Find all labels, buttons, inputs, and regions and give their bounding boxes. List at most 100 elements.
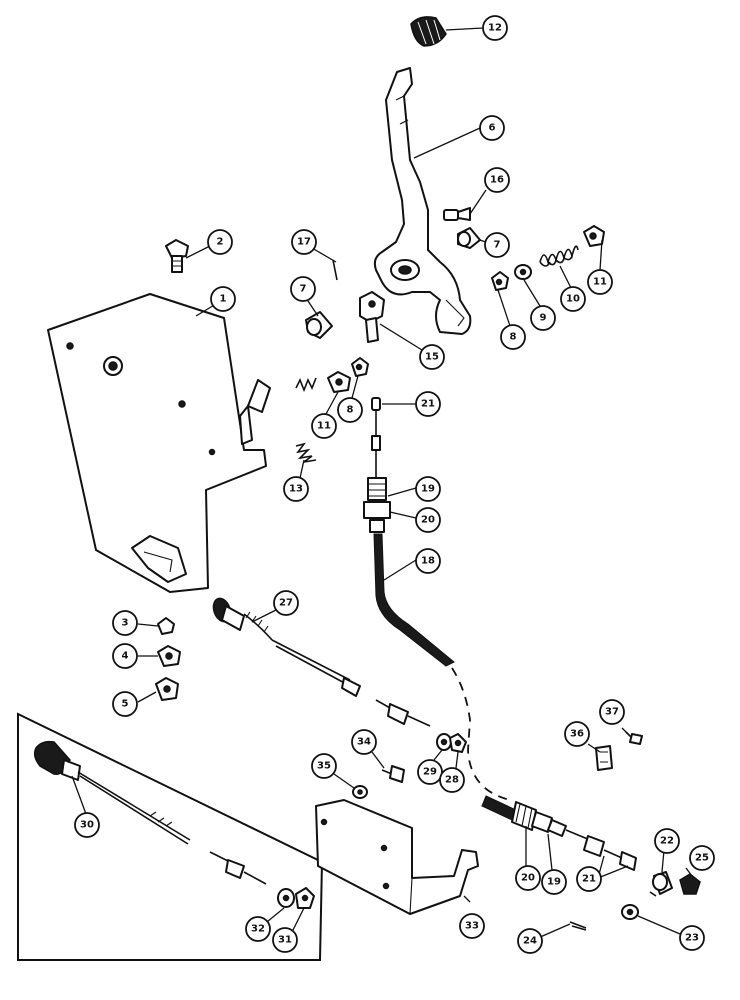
callout-30: 30: [74, 812, 100, 838]
nut-11-upper-part: [583, 225, 605, 247]
callout-21-lower: 21: [576, 866, 602, 892]
callout-24: 24: [517, 928, 543, 954]
svg-text:28: 28: [445, 775, 459, 786]
svg-text:8: 8: [510, 332, 517, 343]
svg-text:22: 22: [660, 836, 674, 847]
callout-35: 35: [311, 753, 337, 779]
svg-text:3: 3: [122, 618, 129, 629]
svg-text:6: 6: [489, 123, 496, 134]
spring-10-part: [539, 245, 579, 267]
callout-7-lower: 7: [290, 276, 316, 302]
svg-text:2: 2: [217, 237, 224, 248]
svg-text:21: 21: [582, 874, 596, 885]
nut-25-part: [679, 873, 701, 895]
screw-37-part: [625, 731, 643, 745]
svg-text:24: 24: [523, 936, 537, 947]
callout-6: 6: [479, 115, 505, 141]
svg-text:19: 19: [421, 484, 435, 495]
callout-4: 4: [112, 643, 138, 669]
bushing-7-upper-part: [457, 227, 481, 249]
svg-text:23: 23: [685, 933, 699, 944]
bushing-7-lower-part: [305, 311, 333, 339]
svg-text:15: 15: [425, 352, 439, 363]
lever-part: [373, 67, 472, 335]
clip-36-part: [595, 745, 613, 771]
svg-text:4: 4: [122, 651, 129, 662]
cable-30-part: [33, 740, 267, 885]
nut-31-part: [295, 887, 315, 909]
callout-31: 31: [272, 927, 298, 953]
callout-19-upper: 19: [415, 476, 441, 502]
svg-text:30: 30: [80, 820, 94, 831]
callout-20-upper: 20: [415, 507, 441, 533]
bolt-16-part: [443, 207, 471, 221]
svg-text:20: 20: [521, 873, 535, 884]
nut-4-part: [157, 645, 181, 667]
callout-20-lower: 20: [515, 865, 541, 891]
callout-7-upper: 7: [484, 232, 510, 258]
knob-part: [410, 16, 447, 47]
svg-text:27: 27: [279, 598, 293, 609]
svg-text:31: 31: [278, 935, 292, 946]
callout-25: 25: [689, 845, 715, 871]
nut-28-part: [449, 733, 467, 753]
svg-text:9: 9: [540, 313, 547, 324]
svg-text:7: 7: [494, 240, 501, 251]
callout-11-middle: 11: [311, 413, 337, 439]
cable-lower-part: [481, 795, 637, 871]
callout-5: 5: [112, 691, 138, 717]
bolt-2-part: [165, 239, 189, 273]
bolt-34-part: [381, 765, 405, 783]
svg-text:36: 36: [570, 729, 584, 740]
svg-text:29: 29: [423, 767, 437, 778]
cable-27-part: [212, 597, 431, 727]
callout-13: 13: [283, 476, 309, 502]
callout-19-lower: 19: [541, 869, 567, 895]
nut-8-middle-part: [351, 357, 369, 377]
callout-32: 32: [245, 916, 271, 942]
pin-24-part: [569, 921, 587, 931]
clevis-15-part: [359, 291, 385, 343]
spring-small-upper-part: [295, 377, 317, 393]
callout-17: 17: [291, 229, 317, 255]
svg-text:11: 11: [593, 277, 607, 288]
svg-text:35: 35: [317, 761, 331, 772]
svg-text:13: 13: [289, 484, 303, 495]
callout-29: 29: [417, 759, 443, 785]
callout-1: 1: [210, 286, 236, 312]
washer-9-part: [514, 264, 532, 280]
pin-17-part: [332, 259, 338, 281]
washer-32-part: [277, 888, 295, 908]
mounting-plate-part: [47, 293, 271, 593]
washer-29-part: [436, 733, 452, 751]
callout-10: 10: [560, 286, 586, 312]
callout-22: 22: [654, 828, 680, 854]
svg-text:37: 37: [605, 707, 619, 718]
callout-37: 37: [599, 699, 625, 725]
callout-9: 9: [530, 305, 556, 331]
callout-27: 27: [273, 590, 299, 616]
bracket-33-part: [315, 799, 479, 915]
callout-21-upper: 21: [415, 391, 441, 417]
callout-2: 2: [207, 229, 233, 255]
nut-11-middle-part: [327, 371, 351, 393]
callout-34: 34: [351, 729, 377, 755]
cable-dashed-link: [451, 667, 511, 801]
svg-text:25: 25: [695, 853, 709, 864]
callout-8-upper: 8: [500, 324, 526, 350]
nut-8-upper-part: [491, 271, 509, 291]
svg-text:19: 19: [547, 877, 561, 888]
svg-text:32: 32: [251, 924, 265, 935]
washer-35-part: [352, 785, 368, 799]
callout-12: 12: [482, 15, 508, 41]
svg-text:12: 12: [488, 23, 502, 34]
svg-text:16: 16: [490, 175, 504, 186]
nut-5-part: [155, 677, 179, 701]
svg-text:17: 17: [297, 237, 311, 248]
svg-text:21: 21: [421, 399, 435, 410]
svg-text:10: 10: [566, 294, 580, 305]
callout-23: 23: [679, 925, 705, 951]
callout-11-upper: 11: [587, 269, 613, 295]
svg-text:34: 34: [357, 737, 371, 748]
